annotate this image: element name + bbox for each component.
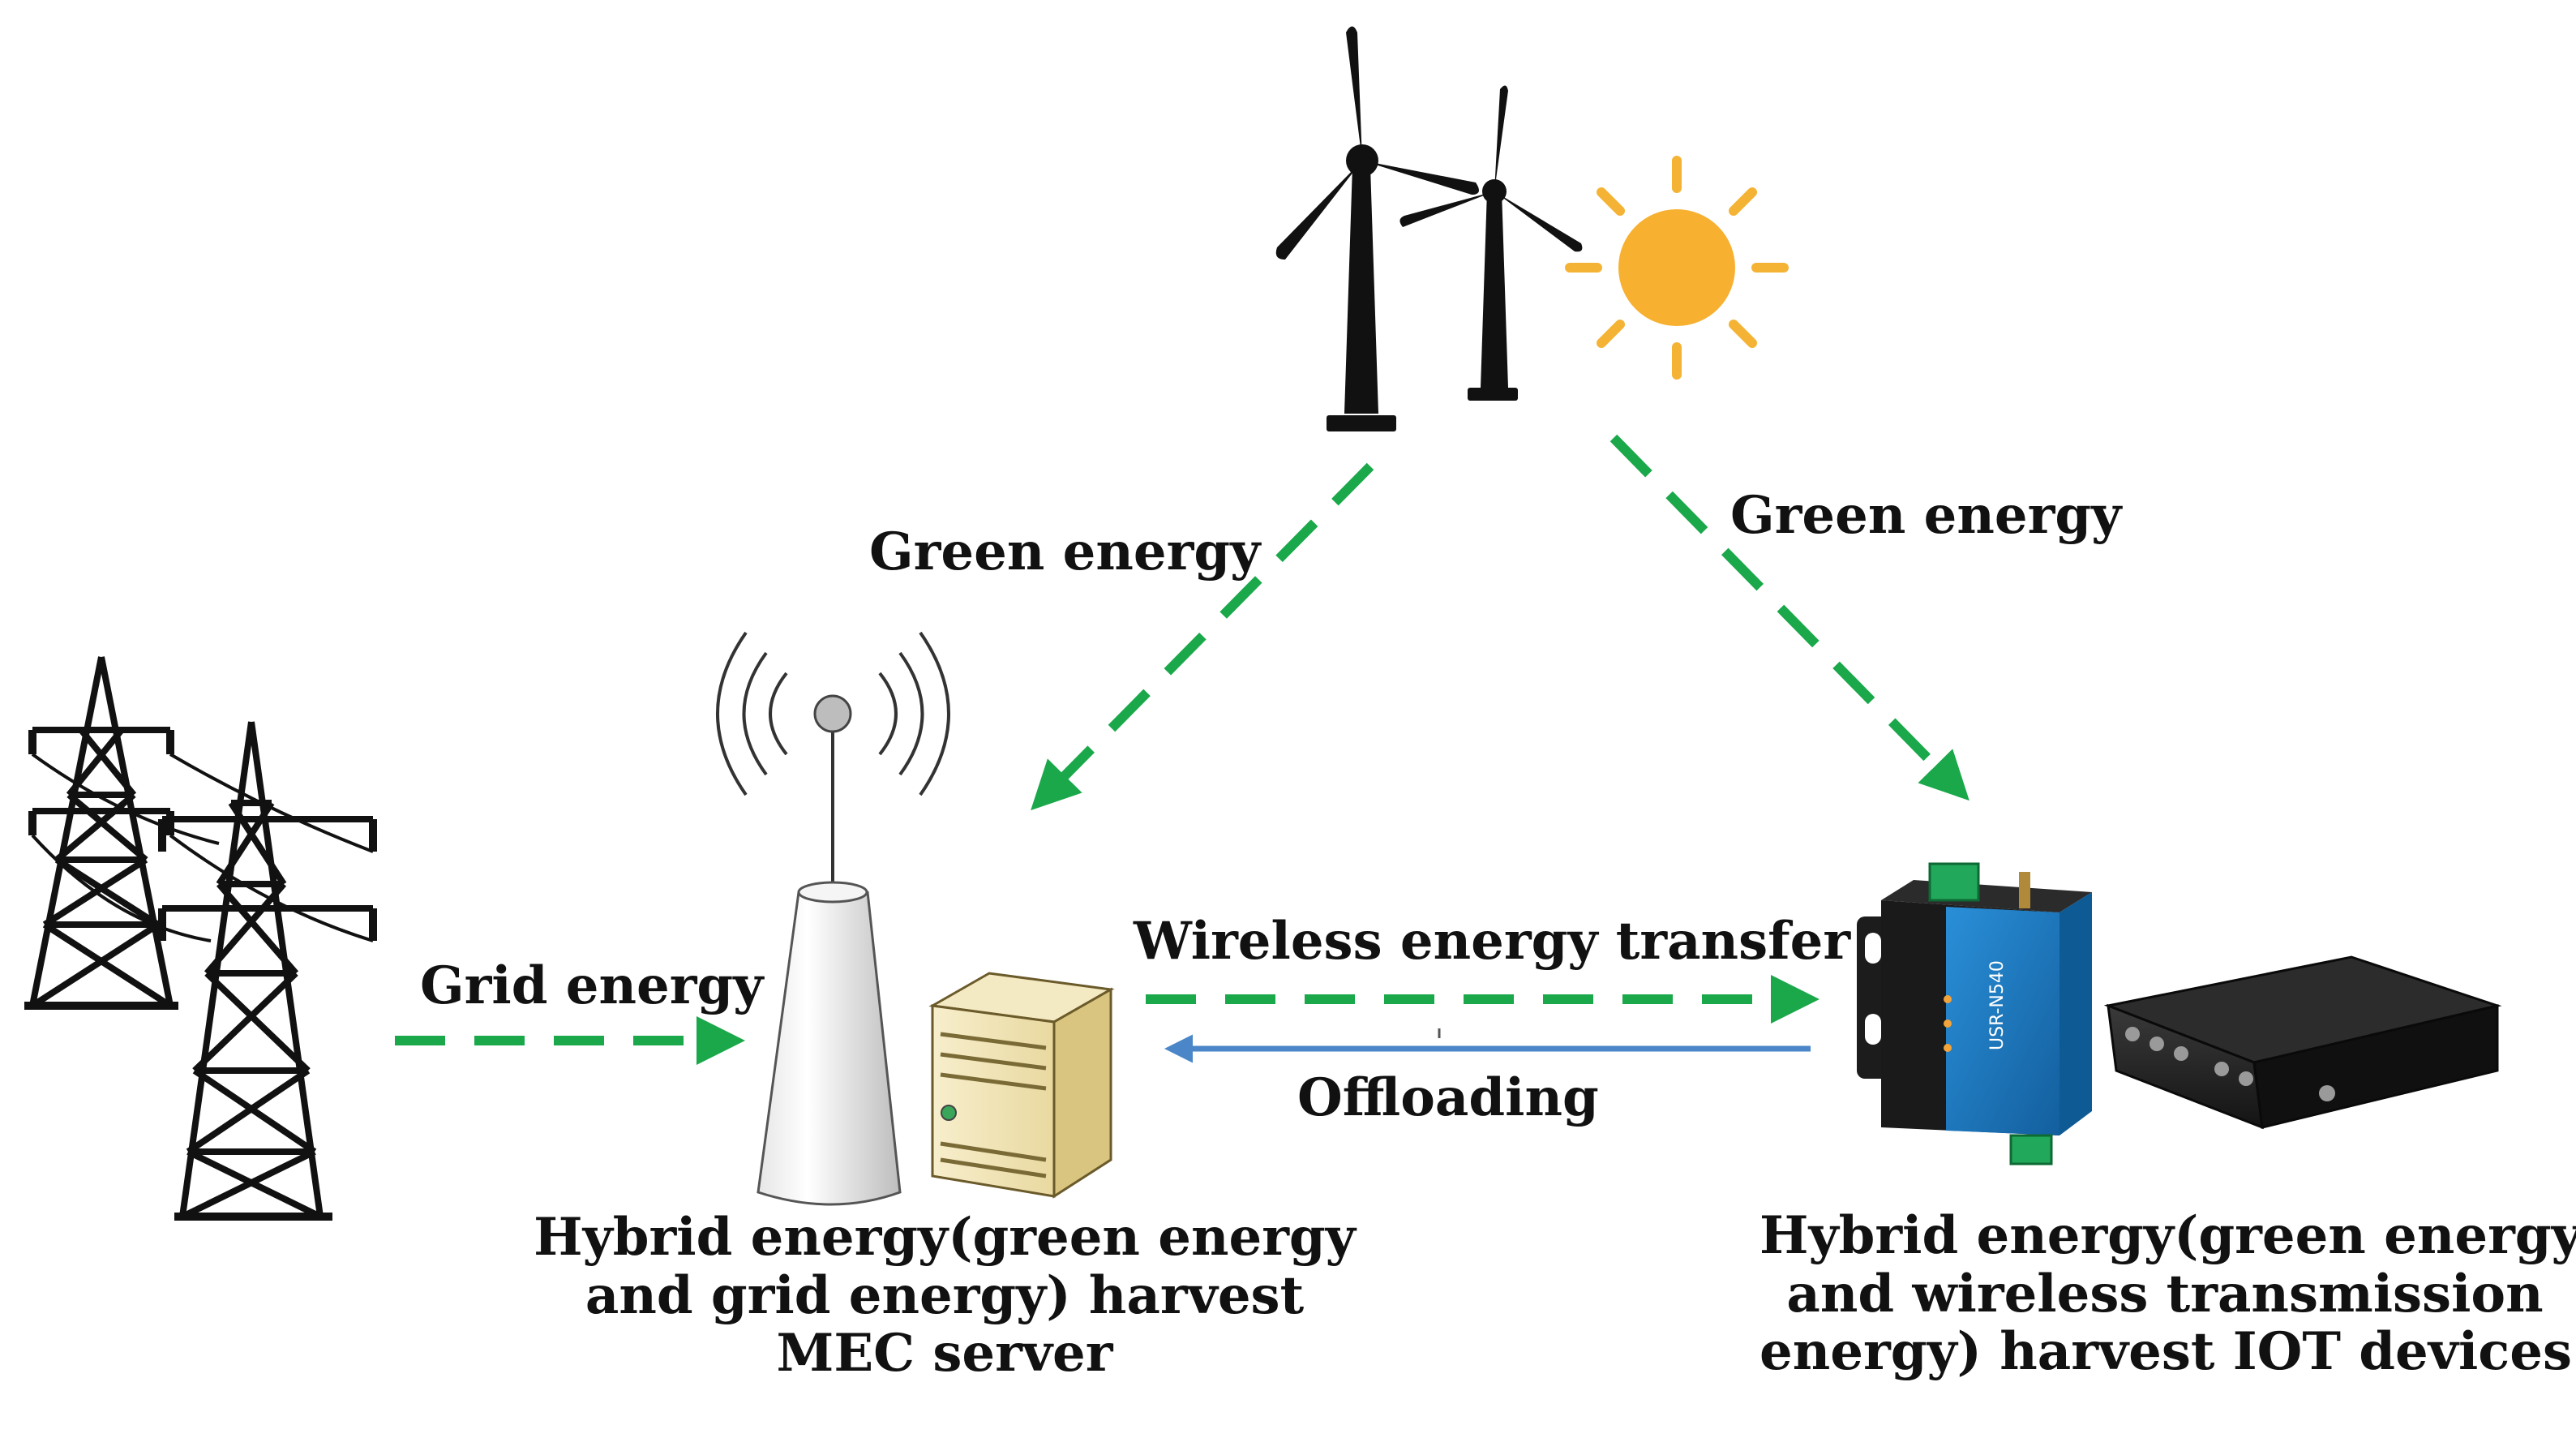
gateway-model-text: USR-N540 xyxy=(1987,960,2008,1050)
iot-devices-caption: Hybrid energy(green energy and wireless … xyxy=(1759,1205,2576,1383)
iot-caption-line-3: energy) harvest IOT devices xyxy=(1759,1321,2572,1383)
wind-turbine-icon xyxy=(1275,26,1583,431)
green-energy-label-right: Green energy xyxy=(1730,485,2122,546)
sun-icon xyxy=(1565,156,1789,380)
network-box-icon xyxy=(2103,955,2502,1130)
offloading-arrow xyxy=(1164,1028,1811,1063)
power-tower-icon xyxy=(24,656,377,1221)
green-energy-arrow-right xyxy=(1609,434,1970,801)
green-energy-label-left: Green energy xyxy=(869,522,1261,582)
grid-energy-label: Grid energy xyxy=(420,955,764,1016)
iot-gateway-icon: USR-N540 xyxy=(1857,862,2092,1165)
mec-caption-line-2: and grid energy) harvest xyxy=(585,1264,1305,1326)
antenna-tower-icon xyxy=(716,631,950,1206)
mec-caption-line-3: MEC server xyxy=(776,1323,1113,1384)
wireless-energy-transfer-label: Wireless energy transfer xyxy=(1134,911,1851,972)
iot-caption-line-1: Hybrid energy(green energy xyxy=(1759,1205,2576,1266)
server-icon xyxy=(928,972,1115,1199)
green-energy-arrow-left xyxy=(1031,462,1374,811)
mec-server-caption: Hybrid energy(green energy and grid ener… xyxy=(511,1208,1378,1383)
offloading-label: Offloading xyxy=(1297,1067,1599,1128)
mec-caption-line-1: Hybrid energy(green energy xyxy=(534,1207,1356,1268)
iot-caption-line-2: and wireless transmission xyxy=(1786,1263,2544,1324)
